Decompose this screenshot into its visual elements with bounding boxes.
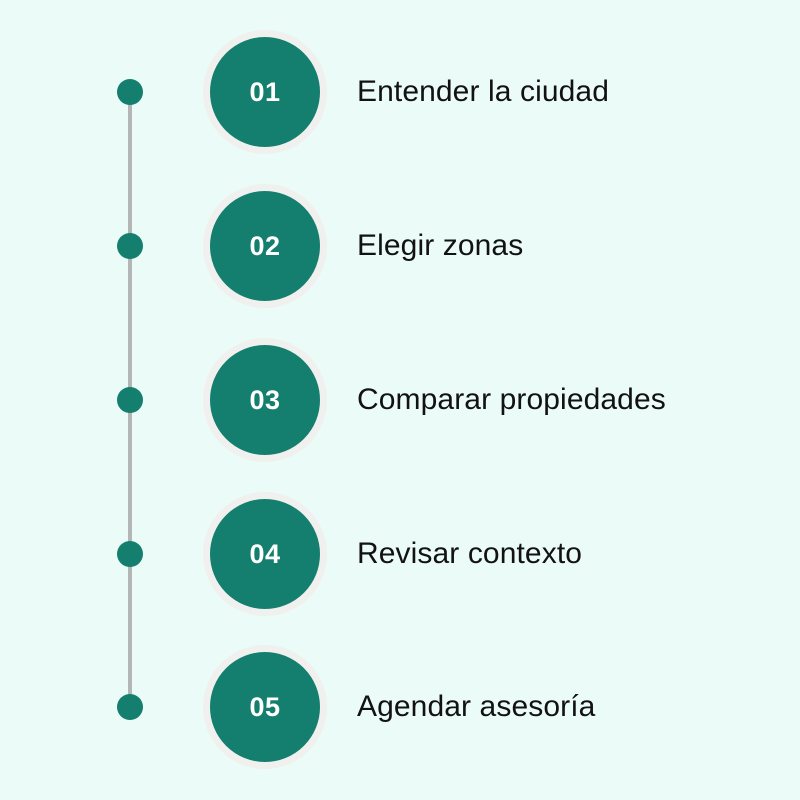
step-label-5: Agendar asesoría: [357, 690, 596, 723]
step-number-4: 04: [249, 538, 281, 569]
rail-dot-icon-4: [117, 541, 143, 567]
step-badge-1[interactable]: 01: [203, 30, 327, 154]
rail-dot-icon-5: [117, 694, 143, 720]
step-label-2: Elegir zonas: [357, 229, 524, 262]
step-label-4: Revisar contexto: [357, 537, 583, 570]
step-number-2: 02: [249, 230, 281, 261]
step-badge-5[interactable]: 05: [203, 645, 327, 769]
step-badge-4[interactable]: 04: [203, 492, 327, 616]
step-label-1: Entender la ciudad: [357, 75, 609, 108]
step-label-3: Comparar propiedades: [357, 383, 666, 416]
step-number-5: 05: [249, 691, 281, 722]
step-number-1: 01: [249, 76, 281, 107]
rail-dot-icon-3: [117, 387, 143, 413]
step-badge-3[interactable]: 03: [203, 338, 327, 462]
rail-dot-icon-2: [117, 233, 143, 259]
rail-dot-icon-1: [117, 79, 143, 105]
step-badge-2[interactable]: 02: [203, 184, 327, 308]
step-number-3: 03: [249, 384, 281, 415]
